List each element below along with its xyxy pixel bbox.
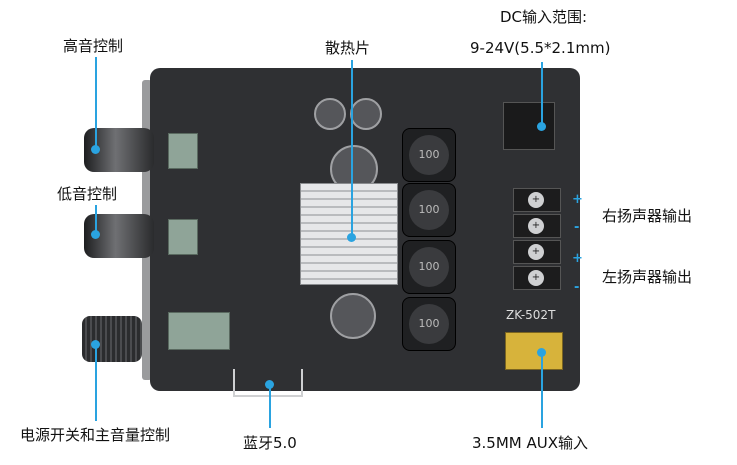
capacitor — [330, 293, 376, 339]
left-speaker-label: 左扬声器输出 — [602, 268, 693, 286]
model-number: ZK-502T — [506, 308, 556, 322]
bluetooth-antenna — [233, 369, 303, 397]
terminal-screw: + — [528, 244, 544, 260]
treble-pot-body — [168, 133, 198, 169]
terminal-screw: + — [528, 218, 544, 234]
capacitor — [350, 98, 382, 130]
inductor-value: 100 — [409, 247, 449, 287]
aux-label: 3.5MM AUX输入 — [472, 434, 589, 452]
inductor-value: 100 — [409, 135, 449, 175]
treble-callout-dot — [91, 145, 100, 154]
bluetooth-callout-line — [269, 384, 271, 428]
terminal-screw: + — [528, 192, 544, 208]
dc-callout-dot — [537, 122, 546, 131]
polarity-minus: - — [574, 220, 580, 235]
bass-callout-dot — [91, 230, 100, 239]
dc-jack — [503, 102, 555, 150]
aux-callout-line — [541, 352, 543, 428]
power-volume-knob[interactable] — [82, 316, 142, 362]
volume-pot-body — [168, 312, 230, 350]
terminal-screw: + — [528, 270, 544, 286]
heatsink-label: 散热片 — [325, 39, 371, 57]
right-speaker-label: 右扬声器输出 — [602, 207, 693, 225]
bass-pot-body — [168, 219, 198, 255]
treble-label: 高音控制 — [63, 37, 124, 55]
speaker-terminal: + — [513, 240, 561, 264]
capacitor — [314, 98, 346, 130]
inductor-value: 100 — [409, 304, 449, 344]
polarity-minus: - — [574, 280, 580, 295]
power-callout-dot — [91, 340, 100, 349]
heatsink-callout-line — [351, 60, 353, 236]
bass-callout-line — [95, 205, 97, 233]
bluetooth-label: 蓝牙5.0 — [243, 434, 297, 452]
heatsink-callout-dot — [347, 233, 356, 242]
aux-jack — [505, 332, 563, 370]
inductor-value: 100 — [409, 190, 449, 230]
bluetooth-callout-dot — [265, 380, 274, 389]
dc-input-range: 9-24V(5.5*2.1mm) — [470, 39, 611, 57]
treble-callout-line — [95, 57, 97, 149]
polarity-plus: + — [572, 251, 583, 266]
dc-input-title: DC输入范围: — [500, 8, 588, 26]
dc-callout-line — [541, 62, 543, 126]
inductor: 100 — [402, 183, 456, 237]
aux-callout-dot — [537, 348, 546, 357]
polarity-plus: + — [572, 192, 583, 207]
inductor: 100 — [402, 128, 456, 182]
speaker-terminal: + — [513, 188, 561, 212]
speaker-terminal: + — [513, 266, 561, 290]
power-volume-label: 电源开关和主音量控制 — [20, 426, 171, 444]
power-callout-line — [95, 345, 97, 421]
inductor: 100 — [402, 240, 456, 294]
bass-label: 低音控制 — [57, 185, 118, 203]
speaker-terminal: + — [513, 214, 561, 238]
inductor: 100 — [402, 297, 456, 351]
